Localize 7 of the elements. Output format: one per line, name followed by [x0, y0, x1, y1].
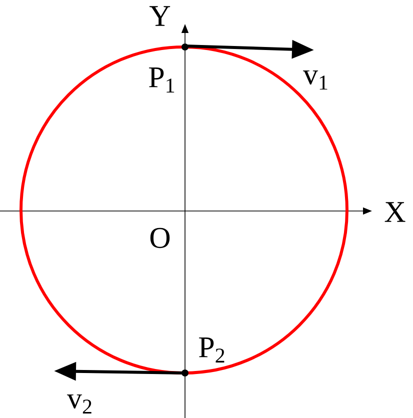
velocity-label: v$_{2}$	[67, 394, 92, 414]
velocity-label: v$_{1}$	[303, 70, 328, 90]
point-label: P$_{1}$	[149, 68, 174, 92]
origin-label: O	[150, 228, 170, 248]
point-label: P$_{2}$	[199, 338, 224, 362]
axis-label: Y	[150, 6, 170, 26]
axis-label: X	[384, 202, 406, 222]
